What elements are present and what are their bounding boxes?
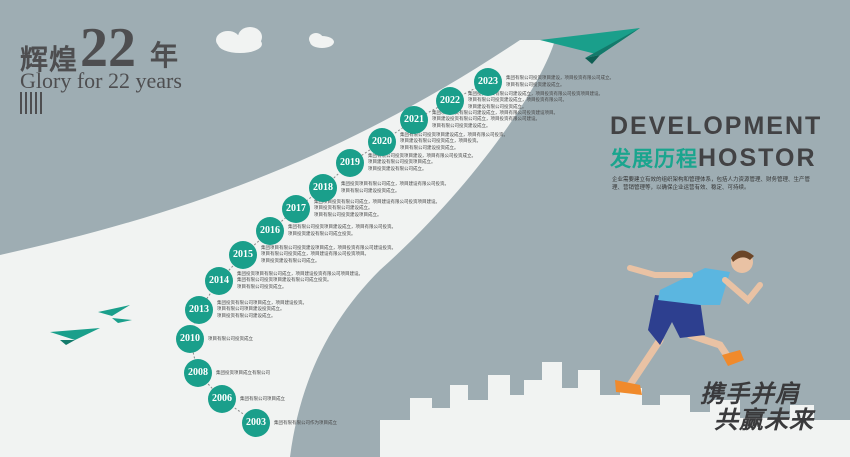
year-entry-line: 项目投资建设有限公司成立投资。 bbox=[288, 230, 356, 236]
year-entry-line: 项目投资有限公司建设成立。 bbox=[314, 205, 373, 210]
year-entry-line: 集团有限有限公司作为项目成立 bbox=[274, 419, 337, 425]
year-entry-line: 项目有限公司投资成立。 bbox=[237, 283, 287, 289]
year-node-2020: 2020 bbox=[368, 128, 396, 156]
year-entry-line: 项目建设有限公司投资成立，项目投资。 bbox=[400, 138, 481, 143]
year-entry-2023: 集团有限公司投资项目建设，项目投资有限公司成立。项目有限公司投资建设成立。 bbox=[506, 75, 614, 88]
year-entry-line: 项目有限公司项目建设投资成立。 bbox=[217, 306, 285, 311]
year-entry-2019: 集团有限公司投资项目建设，项目有限公司投资成立。项目建设有限公司投资项目成立。项… bbox=[368, 153, 476, 173]
year-node-2010: 2010 bbox=[176, 325, 204, 353]
year-node-2021: 2021 bbox=[400, 106, 428, 134]
year-node-2008: 2008 bbox=[184, 359, 212, 387]
year-entry-line: 项目投资建设有限公司成立。 bbox=[368, 165, 427, 171]
year-entry-line: 集团项目有限公司投资建设项目成立，项目投资有限公司建设投资。 bbox=[261, 244, 396, 250]
year-entry-2016: 集团有限公司投资项目建设成立，项目有限公司投资。项目投资建设有限公司成立投资。 bbox=[288, 224, 396, 237]
decorative-bars bbox=[20, 92, 45, 119]
history-heading: 发展历程HOSTOR bbox=[610, 143, 817, 173]
title-en: Glory for 22 years bbox=[20, 68, 182, 93]
year-entry-2013: 集团投资有限公司项目成立，项目建设投资。项目有限公司项目建设投资成立。项目投资有… bbox=[217, 300, 307, 320]
development-description: 企业需要建立有效的组织架构和管理体系，包括人力资源管理、财务管理、生产管理、营销… bbox=[612, 177, 811, 191]
year-entry-line: 集团投资项目有限公司成立，项目建设投资有限公司项目建设。 bbox=[237, 270, 363, 276]
year-node-2003: 2003 bbox=[242, 409, 270, 437]
history-heading-cn: 发展历程 bbox=[610, 148, 698, 171]
white-trail bbox=[0, 40, 555, 457]
year-entry-line: 项目建设有限公司投资成立。 bbox=[468, 103, 527, 109]
runner-icon bbox=[615, 250, 763, 395]
development-heading: DEVELOPMENT bbox=[610, 112, 823, 140]
year-entry-line: 项目有限公司建设投资成立。 bbox=[400, 144, 459, 150]
year-entry-2017: 集团项目投资有限公司成立，项目建设有限公司投资项目建设。项目投资有限公司建设成立… bbox=[314, 199, 440, 219]
title-cn-suffix: 年 bbox=[150, 41, 179, 72]
year-entry-line: 项目有限公司投资建设项目成立。 bbox=[314, 211, 382, 217]
year-entry-line: 集团有限公司投资项目建设有限公司成立投资。 bbox=[237, 277, 332, 282]
year-entry-2021: 集团项目投资有限公司建设成立，项目有限公司投资建设项目。项目建设投资有限公司成立… bbox=[432, 110, 558, 130]
year-entry-line: 项目有限公司投资建设成立，项目投资有限公司。 bbox=[468, 97, 567, 102]
year-node-2023: 2023 bbox=[474, 68, 502, 96]
year-entry-line: 集团有限公司投资项目建设成立，项目有限公司投资。 bbox=[288, 224, 396, 229]
history-heading-en: HOSTOR bbox=[698, 144, 817, 172]
year-entry-2003: 集团有限有限公司作为项目成立 bbox=[274, 420, 337, 427]
year-entry-line: 项目有限公司投资建设成立。 bbox=[506, 81, 565, 87]
slogan-line2: 共赢未来 bbox=[714, 407, 814, 434]
year-entry-line: 项目投资有限公司建设成立。 bbox=[217, 312, 276, 318]
year-node-2018: 2018 bbox=[309, 174, 337, 202]
slogan: 携手并肩 共赢未来 bbox=[700, 382, 814, 434]
year-entry-line: 集团有限公司投资项目建设，项目投资有限公司成立。 bbox=[506, 75, 614, 80]
year-entry-line: 集团投资项目成立有限公司 bbox=[216, 369, 270, 375]
year-node-2013: 2013 bbox=[185, 296, 213, 324]
paper-plane-icon bbox=[540, 28, 640, 64]
year-entry-line: 项目有限公司投资成立，项目建设有限公司投资项目。 bbox=[261, 251, 369, 256]
year-entry-2010: 项目有限公司投资成立 bbox=[208, 336, 253, 343]
year-node-2006: 2006 bbox=[208, 385, 236, 413]
year-entry-line: 项目投资建设有限公司成立。 bbox=[261, 257, 320, 263]
year-entry-line: 集团投资有限公司项目成立，项目建设投资。 bbox=[217, 299, 307, 305]
year-entry-line: 集团投资项目有限公司建设成立，项目投资有限公司投资项目建设。 bbox=[468, 90, 603, 96]
slogan-line1: 携手并肩 bbox=[700, 381, 800, 408]
year-node-2015: 2015 bbox=[229, 241, 257, 269]
year-entry-line: 集团项目投资有限公司成立，项目建设有限公司投资项目建设。 bbox=[314, 198, 440, 204]
year-entry-2015: 集团项目有限公司投资建设项目成立，项目投资有限公司建设投资。项目有限公司投资成立… bbox=[261, 245, 396, 265]
year-entry-line: 集团有限公司投资项目建设，项目有限公司投资成立。 bbox=[368, 152, 476, 158]
year-entry-line: 集团项目投资有限公司建设成立，项目有限公司投资建设项目。 bbox=[432, 109, 558, 115]
year-node-2019: 2019 bbox=[336, 149, 364, 177]
year-entry-line: 集团投资项目有限公司成立，项目建设有限公司投资。 bbox=[341, 181, 449, 186]
small-paper-plane-icon bbox=[50, 305, 132, 345]
year-entry-line: 项目有限公司投资建设成立。 bbox=[432, 122, 491, 128]
cloud-icon bbox=[216, 27, 334, 53]
year-node-2017: 2017 bbox=[282, 195, 310, 223]
year-node-2016: 2016 bbox=[256, 217, 284, 245]
year-entry-2020: 集团有限公司投资项目建设成立，项目有限公司投资。项目建设有限公司投资成立，项目投… bbox=[400, 132, 508, 152]
title-cn-prefix: 辉煌 bbox=[20, 45, 79, 76]
year-entry-line: 集团有限公司投资项目建设成立，项目有限公司投资。 bbox=[400, 131, 508, 137]
year-entry-2022: 集团投资项目有限公司建设成立，项目投资有限公司投资项目建设。项目有限公司投资建设… bbox=[468, 91, 603, 111]
year-entry-line: 项目有限公司建设投资成立。 bbox=[341, 187, 400, 193]
year-entry-2008: 集团投资项目成立有限公司 bbox=[216, 370, 270, 377]
year-entry-line: 项目有限公司投资成立 bbox=[208, 335, 253, 341]
year-entry-line: 项目建设有限公司投资项目成立。 bbox=[368, 159, 436, 164]
year-entry-2018: 集团投资项目有限公司成立，项目建设有限公司投资。项目有限公司建设投资成立。 bbox=[341, 181, 449, 194]
title-number: 22 bbox=[80, 17, 136, 79]
year-entry-line: 集团有限公司项目成立 bbox=[240, 395, 285, 401]
year-entry-2006: 集团有限公司项目成立 bbox=[240, 396, 285, 403]
year-entry-line: 项目建设投资有限公司成立，项目投资有限公司建设。 bbox=[432, 116, 540, 121]
year-node-2022: 2022 bbox=[436, 87, 464, 115]
year-entry-2014: 集团投资项目有限公司成立，项目建设投资有限公司项目建设。集团有限公司投资项目建设… bbox=[237, 271, 363, 291]
city-skyline bbox=[0, 362, 850, 457]
year-node-2014: 2014 bbox=[205, 267, 233, 295]
